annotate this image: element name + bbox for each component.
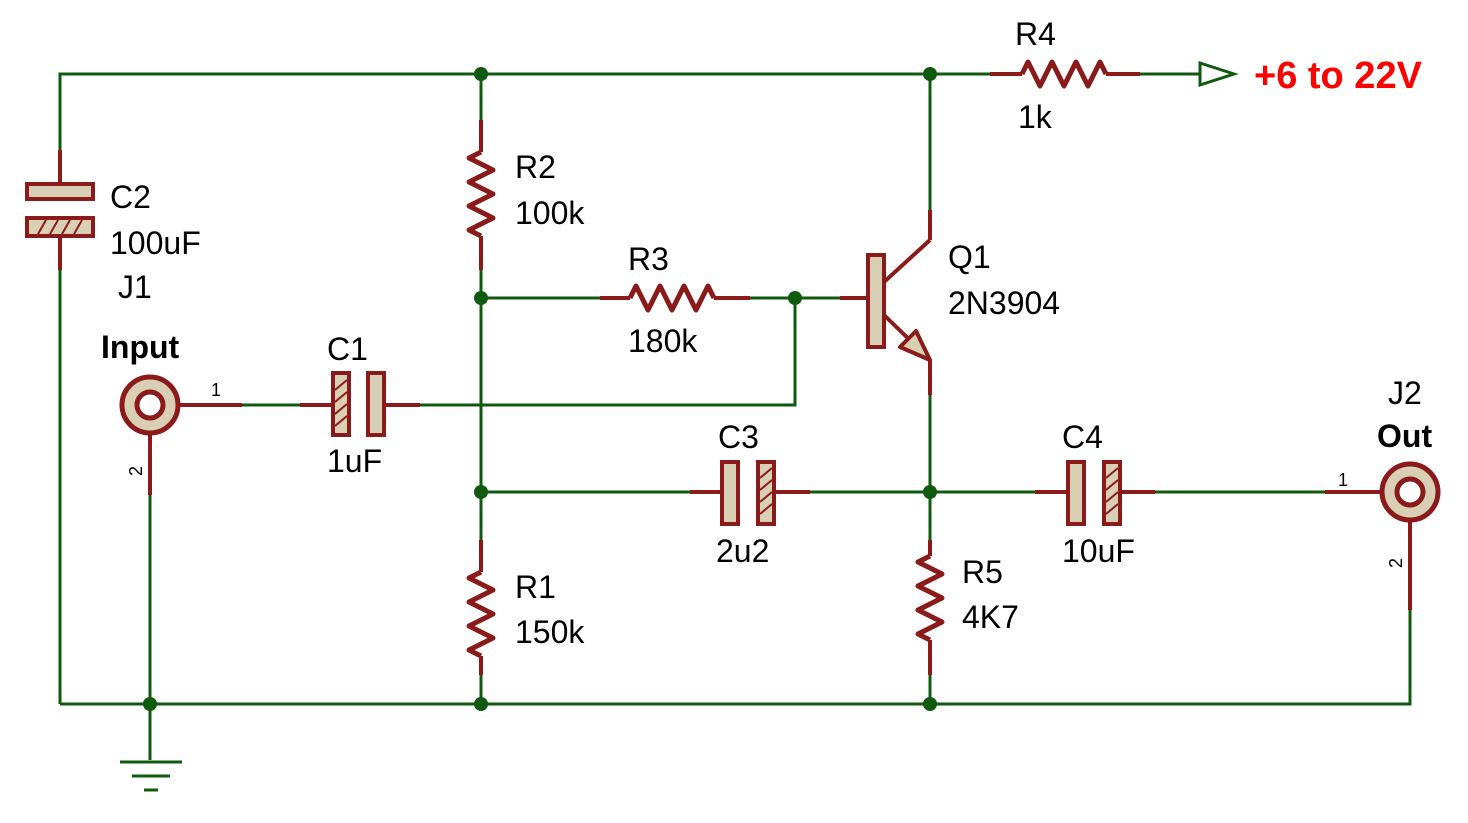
r2-value: 100k <box>515 195 585 231</box>
junction-dot <box>474 485 488 499</box>
transistor-q1: Q1 2N3904 <box>840 210 1060 395</box>
junction-dot <box>923 697 937 711</box>
junctions <box>143 67 937 711</box>
wire-c1-base <box>420 298 797 407</box>
c4-value: 10uF <box>1062 533 1135 569</box>
emitter-arrow-icon <box>898 329 932 362</box>
wire-top-rail <box>58 72 990 180</box>
r2-ref: R2 <box>515 149 556 185</box>
c3-ref: C3 <box>718 419 759 455</box>
r3-value: 180k <box>628 323 698 359</box>
j2-pin2: 2 <box>1386 558 1406 568</box>
junction-dot <box>474 67 488 81</box>
junction-dot <box>474 697 488 711</box>
r5-ref: R5 <box>962 554 1003 590</box>
capacitor-c2: C2 100uF <box>25 150 201 270</box>
j1-pin1: 1 <box>211 380 221 400</box>
wire-bottom-rail <box>60 610 1412 706</box>
junction-dot <box>923 485 937 499</box>
resistor-r3: R3 180k <box>600 241 750 359</box>
q1-value: 2N3904 <box>948 285 1060 321</box>
r3-ref: R3 <box>628 241 669 277</box>
r5-value: 4K7 <box>962 599 1019 635</box>
j2-label: Out <box>1377 418 1432 454</box>
supply-arrow-icon <box>1198 60 1239 88</box>
c4-ref: C4 <box>1062 419 1103 455</box>
connector-j2: J2 Out 1 2 <box>1325 375 1441 610</box>
junction-dot <box>788 291 802 305</box>
connector-j1: J1 Input 1 2 <box>101 269 242 495</box>
j1-pin2: 2 <box>126 466 146 476</box>
capacitor-c1: C1 1uF <box>300 331 420 479</box>
supply-rail-label: +6 to 22V <box>1254 55 1423 97</box>
resistor-r5: R5 4K7 <box>915 540 1019 675</box>
c2-value: 100uF <box>110 225 201 261</box>
j2-ref: J2 <box>1388 375 1422 411</box>
j2-pin1: 1 <box>1338 470 1348 490</box>
c2-ref: C2 <box>110 179 151 215</box>
r4-ref: R4 <box>1015 16 1056 52</box>
ground-icon <box>120 760 182 792</box>
q1-ref: Q1 <box>948 239 991 275</box>
wires <box>58 72 1412 760</box>
c1-ref: C1 <box>327 331 368 367</box>
capacitor-c3: C3 2u2 <box>690 419 810 569</box>
junction-dot <box>143 697 157 711</box>
junction-dot <box>923 67 937 81</box>
r1-ref: R1 <box>515 569 556 605</box>
resistor-r2: R2 100k <box>466 120 585 270</box>
supply-terminal: +6 to 22V <box>1198 55 1423 97</box>
r4-value: 1k <box>1018 99 1053 135</box>
resistor-r4: R4 1k <box>990 16 1140 135</box>
junction-dot <box>474 291 488 305</box>
capacitor-c4: C4 10uF <box>1035 419 1155 569</box>
j1-ref: J1 <box>118 269 152 305</box>
j1-label: Input <box>101 329 180 365</box>
r1-value: 150k <box>515 614 585 650</box>
c1-value: 1uF <box>327 443 382 479</box>
c3-value: 2u2 <box>716 533 769 569</box>
resistor-r1: R1 150k <box>466 540 585 675</box>
